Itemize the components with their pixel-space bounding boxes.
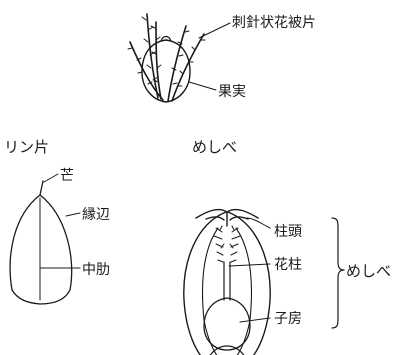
ovary-outline: [204, 298, 250, 350]
label-lodicule-title: リン片: [4, 138, 49, 156]
pistil-outer-wall: [184, 212, 270, 355]
pistil-inner-wall: [203, 228, 252, 355]
leader-ovary: [240, 318, 270, 322]
pistil-drawing: [184, 210, 344, 355]
stigma-lobes: [196, 210, 258, 226]
leader-fruit: [189, 82, 216, 90]
label-midrib: 中肋: [82, 262, 110, 278]
style-column: [224, 262, 230, 300]
fruit-body: [142, 40, 190, 102]
perianth-bristles: [130, 14, 204, 101]
leader-stigma: [246, 218, 270, 228]
leader-bristle: [199, 23, 230, 38]
leader-awn: [44, 174, 58, 182]
label-bristle-perianth: 刺針状花被片: [232, 15, 316, 31]
lodicule-outline: [10, 195, 72, 304]
label-stigma: 柱頭: [274, 224, 302, 240]
label-awn: 芒: [60, 168, 74, 184]
lodicule-drawing: [10, 174, 80, 304]
label-fruit: 果実: [218, 84, 246, 100]
label-ovary: 子房: [274, 311, 302, 327]
label-style: 花柱: [274, 257, 302, 273]
label-pistil-title: めしべ: [192, 138, 237, 156]
label-pistil-bracket: めしべ: [346, 262, 391, 280]
lodicule-awn: [40, 181, 43, 195]
label-margin: 縁辺: [82, 207, 110, 223]
stigma-hairs: [214, 226, 240, 262]
pistil-bracket: [332, 218, 344, 328]
fruit-drawing: [128, 14, 230, 102]
leader-margin: [66, 213, 80, 216]
